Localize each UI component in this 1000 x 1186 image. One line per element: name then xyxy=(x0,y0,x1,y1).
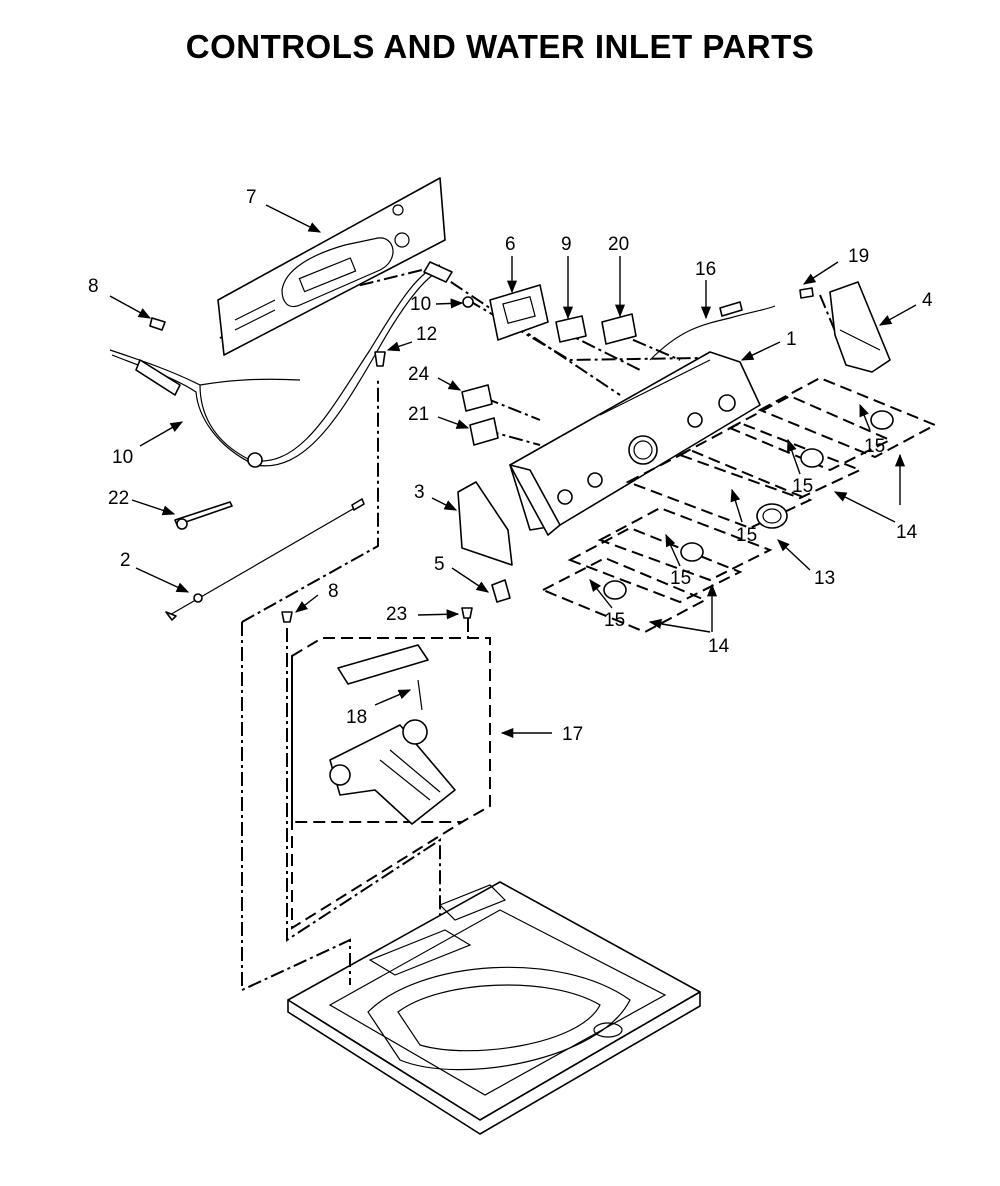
assembly-guide-lines xyxy=(219,267,846,992)
callout-22: 22 xyxy=(108,488,129,509)
part-12-screw xyxy=(374,351,386,367)
part-20-switch xyxy=(601,313,637,345)
part-17-water-inlet-group xyxy=(291,637,491,930)
part-8-screw-lower xyxy=(281,611,293,623)
callout-24: 24 xyxy=(408,364,430,385)
callout-labels: 7 8 10 12 24 21 6 9 20 16 19 4 1 10 22 2… xyxy=(88,187,933,745)
part-6-controller xyxy=(489,284,549,341)
callout-13: 13 xyxy=(814,568,835,589)
callout-5: 5 xyxy=(434,554,445,575)
part-11-wire-harness xyxy=(109,261,453,468)
part-22-cable-tie xyxy=(174,501,233,530)
part-5-clip xyxy=(491,579,511,603)
callout-14-lower: 14 xyxy=(708,636,730,657)
part-7-rear-control-panel xyxy=(217,177,446,356)
callout-1: 1 xyxy=(786,329,797,350)
part-14-knob-group-upper xyxy=(625,376,938,530)
part-19-screw xyxy=(799,287,814,299)
callout-20: 20 xyxy=(608,234,629,255)
part-9-switch xyxy=(555,315,587,343)
part-4-bracket xyxy=(829,281,891,373)
part-10-clip xyxy=(462,296,474,308)
callout-19: 19 xyxy=(848,246,869,267)
callout-14-right: 14 xyxy=(896,522,918,543)
callout-15-d: 15 xyxy=(670,568,691,589)
callout-15-c: 15 xyxy=(736,525,757,546)
callout-6: 6 xyxy=(505,234,516,255)
part-16-wire xyxy=(649,301,776,361)
callout-3: 3 xyxy=(414,482,425,503)
leader-lines xyxy=(109,204,917,739)
part-13-knob xyxy=(756,503,788,529)
callout-11: 10 xyxy=(112,447,133,468)
part-1-control-console xyxy=(509,351,761,536)
callout-12: 12 xyxy=(416,324,437,345)
diagram-title: CONTROLS AND WATER INLET PARTS xyxy=(185,28,815,65)
callout-17: 17 xyxy=(562,724,583,745)
part-2-rod xyxy=(165,498,365,621)
callout-9: 9 xyxy=(561,234,572,255)
part-21-switch xyxy=(469,417,499,446)
callout-16: 16 xyxy=(695,259,716,280)
part-14-knob-group-lower xyxy=(540,506,773,634)
part-24-switch xyxy=(461,384,493,412)
callout-15-b: 15 xyxy=(792,476,813,497)
callout-10: 10 xyxy=(410,294,431,315)
washer-top-panel xyxy=(287,881,701,1135)
callout-8-upper: 8 xyxy=(88,276,99,297)
callout-8-lower: 8 xyxy=(328,581,339,602)
callout-7: 7 xyxy=(246,187,257,208)
callout-18: 18 xyxy=(346,707,367,728)
callout-15-e: 15 xyxy=(604,610,625,631)
callout-15-a: 15 xyxy=(864,436,885,457)
callout-21: 21 xyxy=(408,404,429,425)
part-3-end-cap xyxy=(457,481,513,566)
part-8-screw-upper xyxy=(149,317,166,331)
callout-2: 2 xyxy=(120,550,131,571)
part-15-knobs xyxy=(603,410,894,600)
part-23-screw xyxy=(461,607,473,619)
callout-23: 23 xyxy=(386,604,407,625)
callout-4: 4 xyxy=(922,290,933,311)
